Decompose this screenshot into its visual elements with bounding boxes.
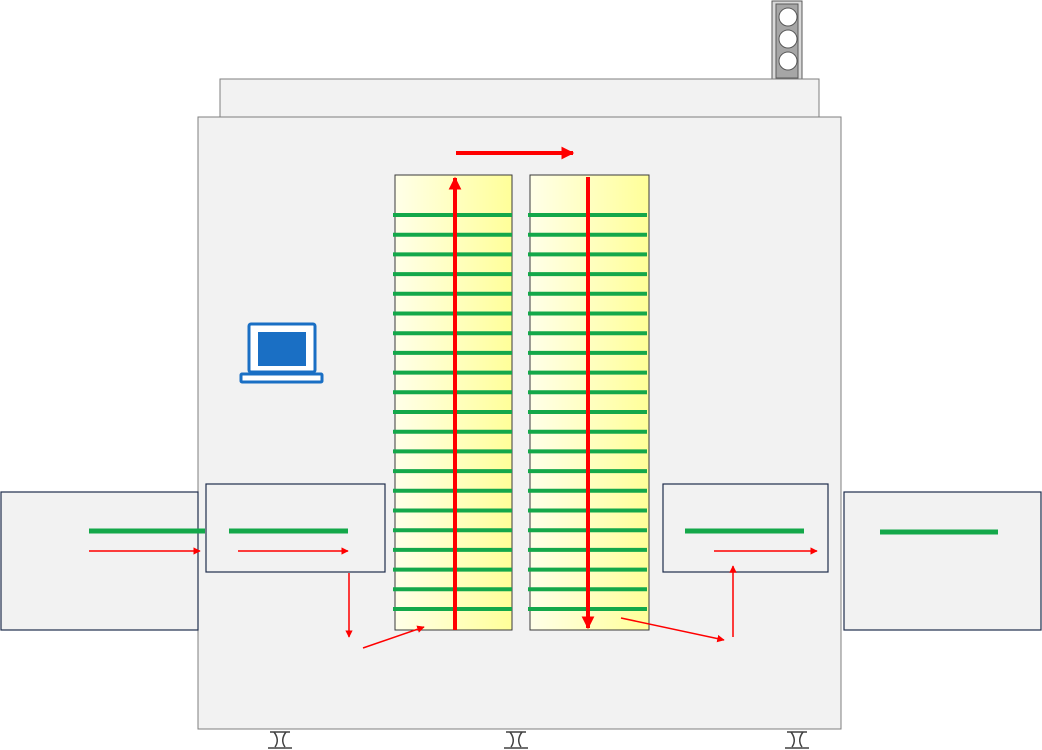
left-rack-shelves (393, 213, 512, 611)
leveling-foot-icon (504, 731, 528, 749)
flow-arrow-into-left-rack (362, 625, 425, 649)
left-infeed-conveyor (0, 491, 199, 631)
signal-light-3 (778, 51, 798, 71)
flow-arrow-out-of-right-rack (620, 617, 725, 643)
monitor-screen (258, 332, 306, 366)
monitor-base (239, 372, 324, 384)
right-outfeed-conveyor (843, 491, 1042, 631)
laptop-monitor-icon (239, 322, 324, 384)
machine-body (197, 116, 842, 730)
left-transfer-module (205, 483, 386, 573)
leveling-foot-part-1 (273, 731, 287, 748)
signal-light-1 (778, 7, 798, 27)
machine-top-cover (219, 78, 820, 119)
leveling-foot-part-2 (509, 731, 523, 748)
signal-tower-icon (771, 0, 803, 84)
leveling-foot-icon (268, 731, 292, 749)
leveling-foot-part-3 (790, 731, 804, 748)
leveling-foot-icon (785, 731, 809, 749)
signal-light-2 (778, 29, 798, 49)
right-transfer-module (662, 483, 829, 573)
